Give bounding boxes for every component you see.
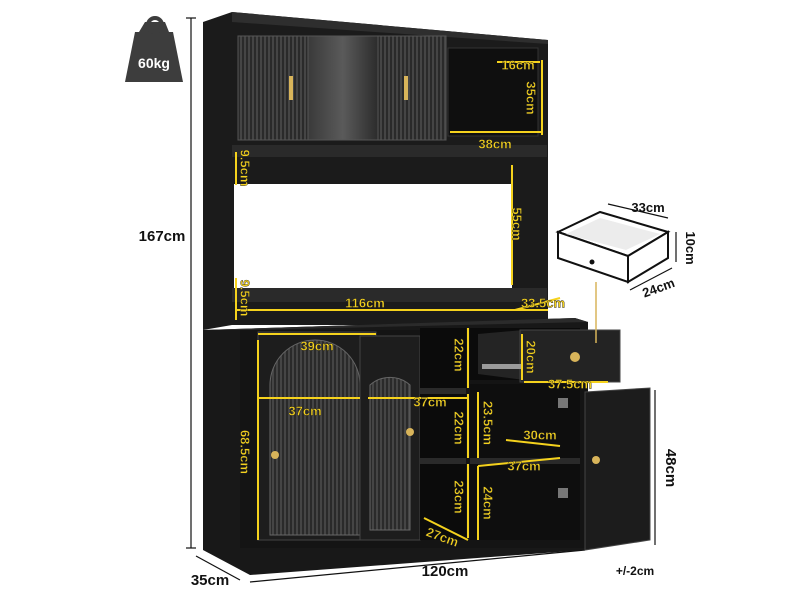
door-knob	[406, 428, 414, 436]
glass-door-right	[377, 35, 447, 141]
dimension-line-counter-depth	[514, 297, 561, 311]
door-knob	[592, 456, 600, 464]
dimension-label-shelf-width-mid: 37cm	[413, 394, 446, 409]
total-depth-label: 35cm	[191, 572, 229, 589]
glass-door-mid	[307, 35, 379, 141]
drawer-detail	[555, 203, 677, 343]
tolerance-label: +/-2cm	[616, 564, 654, 578]
dimension-label-right-width: 37cm	[507, 458, 540, 473]
dimension-label-door-width: 39cm	[300, 338, 333, 353]
top-shelf-board	[232, 145, 547, 157]
dimension-label-open-height: 55cm	[510, 207, 525, 240]
top-right-cubby	[447, 47, 539, 137]
measurement-lines	[235, 60, 608, 541]
hutch-back-opening	[234, 180, 512, 290]
drawer-depth-label: 33cm	[631, 200, 664, 215]
door-handle	[289, 76, 293, 100]
total-height-line	[186, 17, 196, 549]
dimension-label-top-right-width: 38cm	[478, 136, 511, 151]
arch-glass-left	[269, 339, 361, 536]
dimension-line-right-depth	[505, 439, 561, 447]
dimension-label-counter-width: 116cm	[345, 295, 385, 310]
dimension-label-top-shelf-gap: 9.5cm	[238, 150, 253, 187]
dimension-line-mid-depth	[423, 517, 469, 541]
total-depth-line	[195, 555, 241, 581]
dimension-label-shelf-width-left: 37cm	[288, 403, 321, 418]
drawer-knob	[589, 259, 595, 265]
dimension-label-right-upper: 23.5cm	[481, 401, 496, 445]
dimension-label-drawer-height: 20cm	[524, 340, 539, 373]
door-handle	[404, 76, 408, 100]
dimension-label-drawer-width: 37.5cm	[548, 376, 592, 391]
middle-open-shelves	[420, 328, 466, 540]
dimension-label-counter-depth: 33.5cm	[521, 295, 565, 310]
open-door	[584, 387, 651, 551]
pulled-drawer	[478, 330, 524, 380]
dimension-label-cabinet-height: 68.5cm	[238, 430, 253, 474]
hinge	[558, 398, 568, 408]
weight-badge: 60kg	[125, 16, 183, 82]
weight-label: 60kg	[138, 55, 170, 71]
dimension-label-right-lower: 24cm	[481, 486, 496, 519]
total-height-label: 167cm	[139, 228, 186, 245]
counter-board	[232, 288, 547, 302]
arch-glass-right	[369, 376, 411, 531]
drawer-knob	[570, 352, 580, 362]
total-width-line	[249, 549, 586, 583]
drawer-front	[519, 329, 621, 383]
measurement-labels: 16cm 35cm 38cm 9.5cm 55cm 9.5cm 116cm 33.5cm 39c…	[237, 57, 592, 550]
dimension-label-right-depth: 30cm	[523, 427, 556, 442]
dimension-label-counter-gap: 9.5cm	[238, 280, 253, 317]
drawer-height-label: 10cm	[683, 231, 698, 264]
dimension-label-top-cubby-height: 35cm	[524, 81, 539, 114]
drawer-width-label: 24cm	[640, 275, 676, 300]
glass-door-left	[237, 35, 309, 141]
dimension-label-mid-lower: 23cm	[452, 480, 467, 513]
dimension-line-right-width	[477, 457, 561, 467]
dimension-label-top-cubby-width: 16cm	[501, 57, 534, 72]
hutch	[203, 12, 548, 330]
door-knob	[271, 451, 279, 459]
dimension-label-mid-middle: 22cm	[452, 411, 467, 444]
kettlebell-icon	[125, 22, 183, 82]
dimension-label-mid-upper: 22cm	[452, 338, 467, 371]
door-height-label: 48cm	[662, 449, 679, 487]
total-width-label: 120cm	[422, 563, 469, 580]
hinge	[558, 488, 568, 498]
